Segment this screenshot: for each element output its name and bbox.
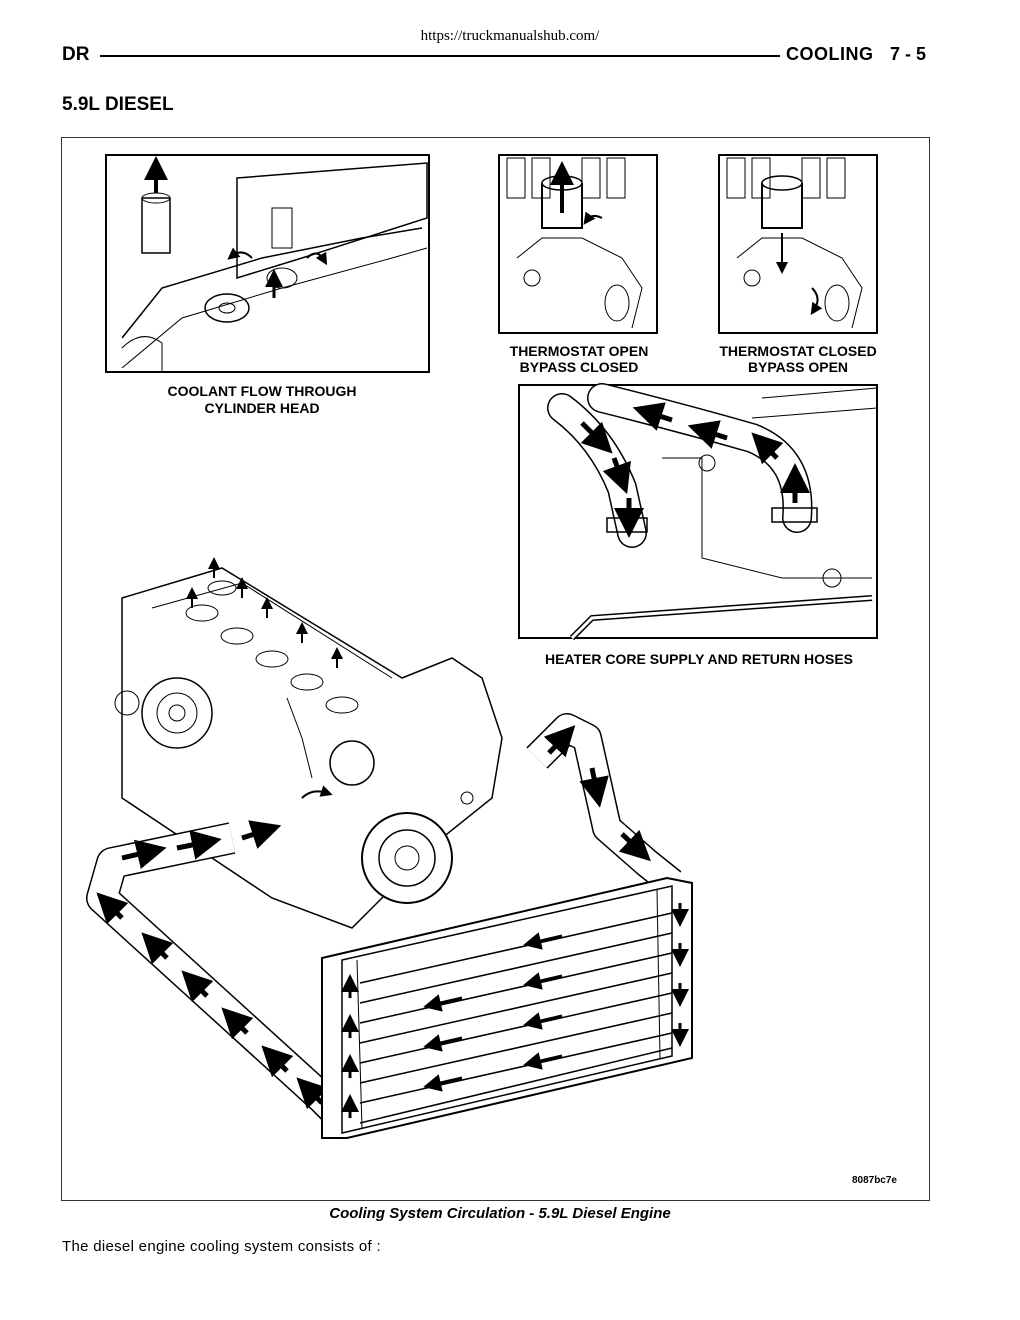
cylinder-head-label-2: CYLINDER HEAD [204, 400, 319, 416]
radiator [321, 876, 693, 1139]
header-left: DR [62, 44, 90, 65]
thermostat-closed-label-1: THERMOSTAT CLOSED [719, 343, 876, 359]
cooling-illustration: COOLANT FLOW THROUGH CYLINDER HEAD THERM… [86, 154, 878, 1140]
engine-block [114, 557, 503, 929]
page-number: 7 - 5 [890, 44, 927, 64]
source-url: https://truckmanualshub.com/ [420, 28, 600, 44]
upper-hose [526, 713, 682, 895]
heater-hoses-panel [518, 383, 878, 641]
cooling-figure: COOLANT FLOW THROUGH CYLINDER HEAD THERM… [61, 137, 930, 1201]
section-title: 5.9L DIESEL [62, 94, 174, 115]
thermostat-closed-panel [718, 154, 878, 334]
thermostat-open-label-2: BYPASS CLOSED [520, 359, 639, 375]
thermostat-open-label-1: THERMOSTAT OPEN [510, 343, 649, 359]
figure-caption: Cooling System Circulation - 5.9L Diesel… [329, 1205, 671, 1222]
thermostat-open-panel [498, 154, 658, 334]
header-section: COOLING [786, 44, 874, 64]
cylinder-head-label-1: COOLANT FLOW THROUGH [168, 383, 357, 399]
header-rule [100, 55, 780, 57]
body-paragraph: The diesel engine cooling system consist… [62, 1238, 381, 1255]
figure-id: 8087bc7e [851, 1175, 897, 1186]
cylinder-head-panel [105, 154, 430, 373]
heater-hoses-label: HEATER CORE SUPPLY AND RETURN HOSES [545, 651, 853, 667]
thermostat-closed-label-2: BYPASS OPEN [748, 359, 848, 375]
